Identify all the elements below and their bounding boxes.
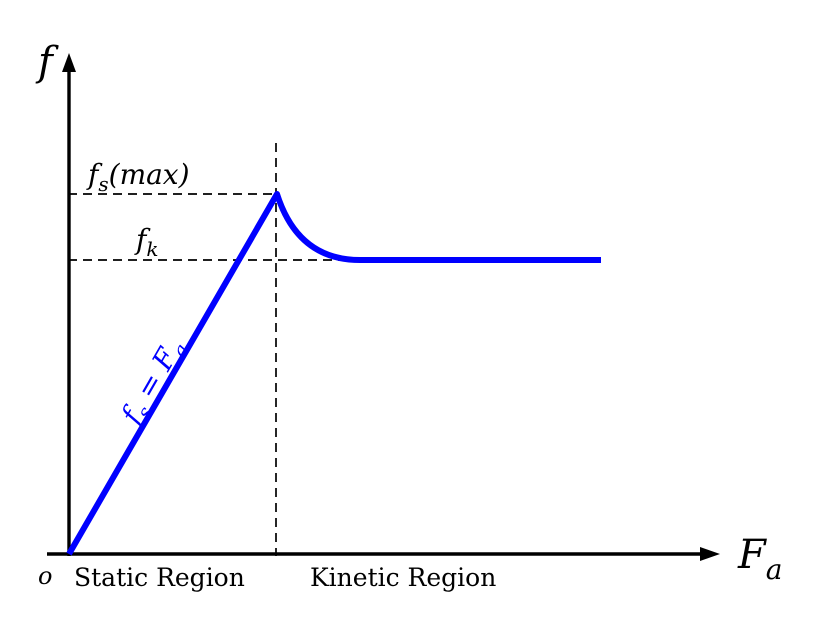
kinetic-region-label: Kinetic Region <box>310 563 496 592</box>
x-axis-arrowhead <box>700 547 720 561</box>
static-region-label: Static Region <box>74 563 245 592</box>
origin-label: o <box>38 562 52 590</box>
friction-curve <box>66 191 601 556</box>
static-line-equation-label: fs = Fa <box>113 332 194 434</box>
fs-max-label: fs(max) <box>86 158 190 196</box>
x-axis-label: Fa <box>737 532 782 586</box>
y-axis-arrowhead <box>62 53 76 72</box>
fk-label: fk <box>134 223 159 261</box>
y-axis-label: f <box>35 39 59 85</box>
